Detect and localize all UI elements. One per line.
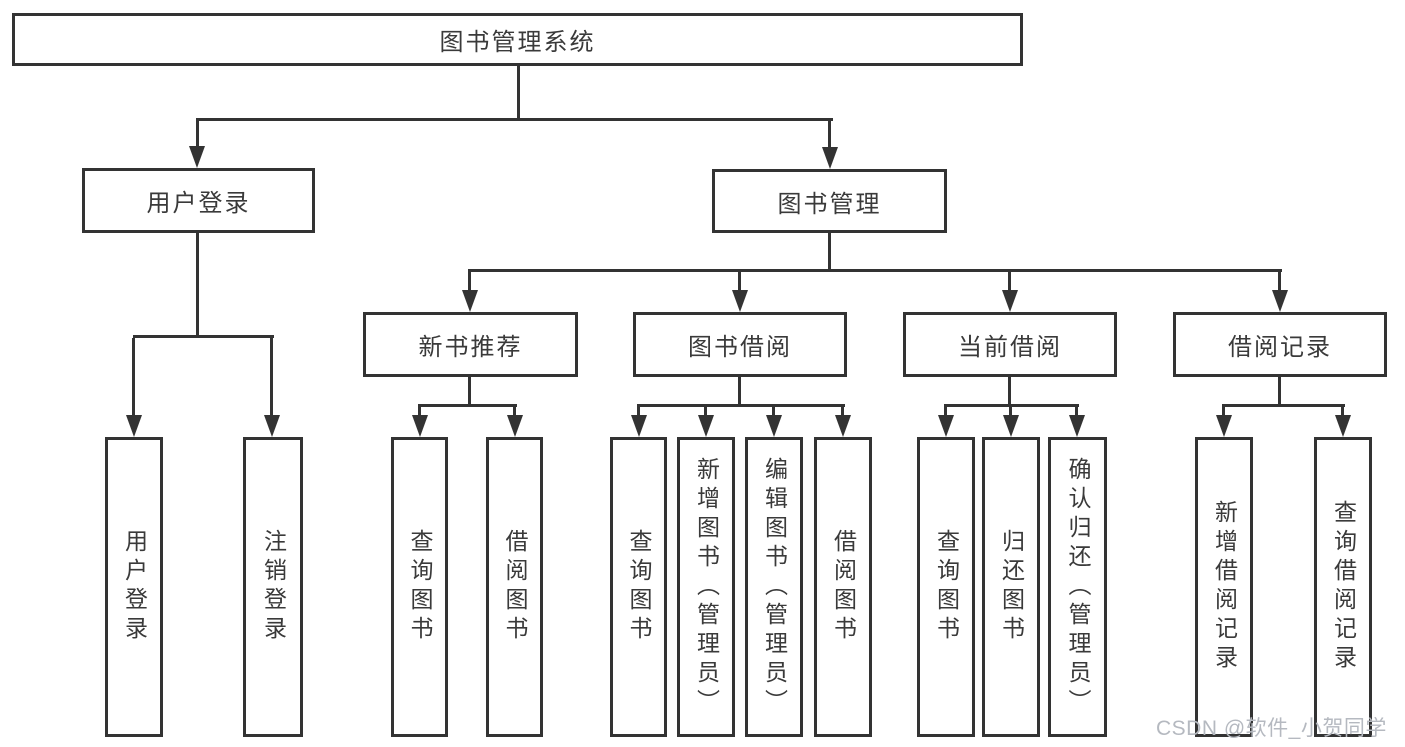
connector-book-borrow-rail — [637, 404, 845, 407]
leaf-add-borrow-record-label: 新增借阅记录 — [1211, 500, 1238, 674]
leaf-query-books-3: 查询图书 — [917, 437, 975, 737]
arrowhead-query-books-2-icon — [631, 415, 647, 437]
connector-book-management-stem — [828, 232, 831, 272]
arrowhead-add-book-icon — [698, 415, 714, 437]
leaf-add-book-admin-label: 新增图书（管理员） — [693, 456, 720, 718]
leaf-confirm-return-admin-label: 确认归还（管理员） — [1065, 456, 1091, 718]
node-library-management-system: 图书管理系统 — [12, 13, 1023, 66]
csdn-watermark: CSDN @软件_小贺同学 — [1156, 717, 1387, 740]
arrowhead-confirm-return-icon — [1069, 415, 1085, 437]
connector-drop-current-borrow — [1008, 272, 1011, 292]
connector-drop-leaf-logout — [270, 338, 273, 417]
connector-new-book-rail — [418, 404, 517, 407]
leaf-query-books-1-label: 查询图书 — [407, 529, 433, 645]
arrowhead-borrow-books-2-icon — [835, 415, 851, 437]
leaf-query-books-2: 查询图书 — [610, 437, 667, 737]
leaf-return-book-label: 归还图书 — [998, 529, 1025, 645]
connector-drop-query-books-2 — [637, 407, 640, 417]
connector-drop-leaf-user-login — [132, 338, 135, 417]
connector-user-login-rail — [133, 335, 274, 338]
leaf-query-borrow-record-label: 查询借阅记录 — [1330, 500, 1357, 674]
leaf-add-borrow-record: 新增借阅记录 — [1195, 437, 1253, 737]
connector-drop-borrow-books-1 — [513, 407, 516, 417]
leaf-borrow-books-1-label: 借阅图书 — [502, 529, 528, 645]
node-user-login: 用户登录 — [82, 168, 315, 233]
arrowhead-return-book-icon — [1003, 415, 1019, 437]
connector-drop-add-book — [704, 407, 707, 417]
leaf-user-login-label: 用户登录 — [121, 529, 148, 645]
connector-drop-query-books-1 — [418, 407, 421, 417]
leaf-logout-label: 注销登录 — [260, 529, 287, 645]
connector-current-borrow-rail — [944, 404, 1079, 407]
connector-drop-new-book — [468, 272, 471, 292]
connector-level3-rail — [468, 269, 1282, 272]
connector-current-borrow-stem — [1008, 376, 1011, 407]
arrowhead-borrow-books-1-icon — [507, 415, 523, 437]
leaf-edit-book-admin: 编辑图书（管理员） — [745, 437, 803, 737]
leaf-return-book: 归还图书 — [982, 437, 1040, 737]
connector-drop-book-management — [828, 121, 831, 149]
node-borrowing-records: 借阅记录 — [1173, 312, 1387, 377]
leaf-query-books-2-label: 查询图书 — [626, 529, 652, 645]
node-current-borrowing: 当前借阅 — [903, 312, 1117, 377]
leaf-logout: 注销登录 — [243, 437, 303, 737]
leaf-user-login: 用户登录 — [105, 437, 163, 737]
arrowhead-edit-book-icon — [766, 415, 782, 437]
arrowhead-add-record-icon — [1216, 415, 1232, 437]
arrowhead-new-book-icon — [462, 290, 478, 312]
connector-root-stem — [517, 64, 520, 121]
arrowhead-user-login-icon — [189, 146, 205, 168]
connector-drop-add-record — [1222, 407, 1225, 417]
leaf-borrow-books-2: 借阅图书 — [814, 437, 872, 737]
leaf-borrow-books-2-label: 借阅图书 — [830, 529, 857, 645]
connector-drop-borrow-books-2 — [841, 407, 844, 417]
arrowhead-query-books-3-icon — [938, 415, 954, 437]
connector-borrow-records-rail — [1222, 404, 1345, 407]
arrowhead-book-management-icon — [822, 147, 838, 169]
node-new-book-recommendation: 新书推荐 — [363, 312, 578, 377]
connector-new-book-stem — [468, 376, 471, 407]
arrowhead-leaf-logout-icon — [264, 415, 280, 437]
connector-user-login-stem — [196, 231, 199, 338]
arrowhead-book-borrow-icon — [732, 290, 748, 312]
leaf-confirm-return-admin: 确认归还（管理员） — [1048, 437, 1107, 737]
connector-drop-query-record — [1341, 407, 1344, 417]
connector-drop-book-borrow — [738, 272, 741, 292]
connector-drop-confirm-return — [1075, 407, 1078, 417]
connector-drop-user-login — [196, 121, 199, 148]
connector-borrow-records-stem — [1278, 376, 1281, 407]
arrowhead-query-record-icon — [1335, 415, 1351, 437]
connector-book-borrow-stem — [738, 376, 741, 407]
connector-drop-query-books-3 — [944, 407, 947, 417]
arrowhead-leaf-user-login-icon — [126, 415, 142, 437]
node-book-management: 图书管理 — [712, 169, 947, 233]
connector-level2-rail — [196, 118, 833, 121]
connector-drop-edit-book — [772, 407, 775, 417]
connector-drop-return-book — [1009, 407, 1012, 417]
leaf-query-borrow-record: 查询借阅记录 — [1314, 437, 1372, 737]
leaf-query-books-1: 查询图书 — [391, 437, 448, 737]
node-book-borrowing: 图书借阅 — [633, 312, 847, 377]
leaf-query-books-3-label: 查询图书 — [933, 529, 960, 645]
arrowhead-current-borrow-icon — [1002, 290, 1018, 312]
arrowhead-query-books-1-icon — [412, 415, 428, 437]
leaf-borrow-books-1: 借阅图书 — [486, 437, 543, 737]
leaf-add-book-admin: 新增图书（管理员） — [677, 437, 735, 737]
connector-drop-borrow-records — [1278, 272, 1281, 292]
arrowhead-borrow-records-icon — [1272, 290, 1288, 312]
leaf-edit-book-admin-label: 编辑图书（管理员） — [761, 456, 788, 718]
